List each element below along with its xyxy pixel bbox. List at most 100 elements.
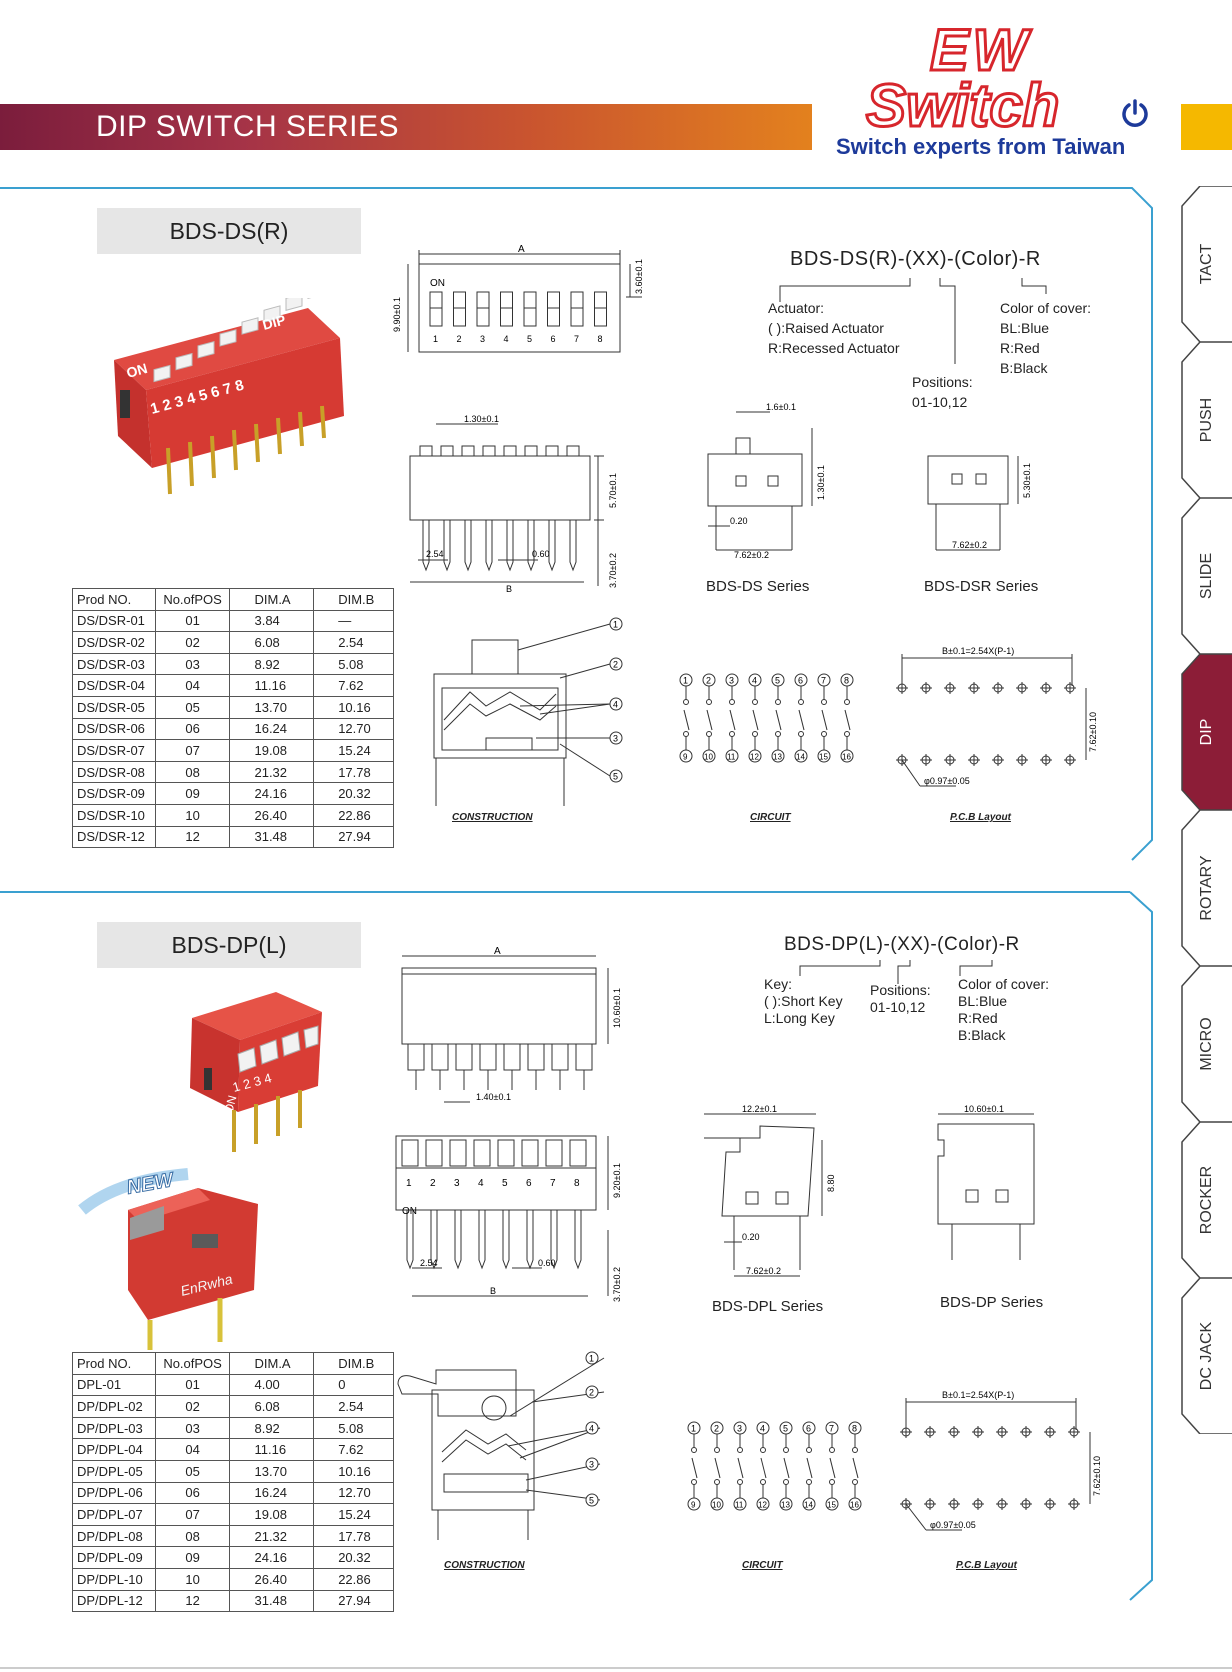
tab-label: MICRO (1198, 1017, 1215, 1071)
table-cell: DS/DSR-12 (72, 825, 156, 849)
dp-color-title: Color of cover: (958, 976, 1050, 992)
table-cell: 08 (154, 760, 231, 784)
tab-label: ROTARY (1198, 855, 1215, 921)
ds-actuator (524, 445, 538, 457)
tab-2[interactable]: SLIDE (1180, 498, 1232, 654)
callout-number: 3 (613, 734, 618, 744)
callout-circle (585, 1385, 599, 1399)
tab-7[interactable]: DC JACK (1180, 1278, 1232, 1434)
dp-pcb-label: P.C.B Layout (956, 1560, 1017, 1571)
dpl-product-photo: NEW EnRwha (78, 1168, 258, 1350)
table-cell: 4.00 (229, 1373, 315, 1397)
table-cell: DP/DPL-05 (72, 1459, 156, 1483)
dp-slot-number: 7 (550, 1178, 556, 1189)
table-cell: 8.92 (229, 1416, 315, 1440)
circuit-terminal-bottom (771, 749, 785, 763)
tab-3[interactable]: DIP (1180, 654, 1232, 810)
ds-color-block: Color of cover: BL:Blue R:Red B:Black (1000, 298, 1091, 378)
circuit-terminal-bottom (779, 1497, 793, 1511)
table-cell: 11.16 (229, 1438, 315, 1461)
circuit-number: 14 (804, 1501, 813, 1510)
dp-product-photo: 1 2 3 4 ON (190, 992, 322, 1152)
ds-pin (422, 520, 430, 572)
circuit-terminal-bottom (710, 1497, 724, 1511)
table-cell: — (313, 609, 394, 633)
dp-dim-a: A (494, 946, 501, 957)
dpl-side-t: 0.20 (742, 1232, 760, 1242)
table-cell: 26.40 (229, 803, 315, 827)
dp-key (551, 1043, 569, 1071)
circuit-number: 16 (850, 1501, 859, 1510)
table-cell: DS/DSR-03 (72, 652, 156, 676)
callout-number: 1 (589, 1354, 594, 1364)
tab-6[interactable]: ROCKER (1180, 1122, 1232, 1278)
dp-key (431, 1043, 449, 1071)
ds-actuator (545, 445, 559, 457)
dp-pin (478, 1210, 486, 1270)
circuit-number: 6 (806, 1424, 811, 1434)
table-cell: 10.16 (313, 695, 394, 719)
table-cell: DS/DSR-06 (72, 717, 156, 741)
dp-slot-number: 8 (574, 1178, 580, 1189)
dp-color-blue: BL:Blue (958, 993, 1008, 1009)
dp-pitch: 2.54 (420, 1258, 438, 1268)
circuit-terminal-bottom (733, 1497, 747, 1511)
circuit-number: 11 (727, 753, 736, 762)
circuit-switch (775, 709, 782, 731)
dp-slot (425, 1139, 443, 1167)
table-cell: 10 (154, 803, 231, 827)
ds-slot (500, 291, 513, 327)
circuit-switch (821, 709, 828, 731)
tab-5[interactable]: MICRO (1180, 966, 1232, 1122)
ds-slot (594, 291, 607, 327)
circuit-terminal-bottom (725, 749, 739, 763)
tab-1[interactable]: PUSH (1180, 342, 1232, 498)
dp-key-title: Key: (764, 976, 793, 992)
callout-number: 5 (613, 772, 618, 782)
dp-photo-on: ON (221, 1094, 239, 1115)
circuit-switch (783, 1457, 790, 1479)
dp-positions-value: 01-10,12 (870, 999, 926, 1015)
table-cell: 22.86 (313, 1567, 394, 1591)
ds-photo-dip: DIP (261, 311, 288, 332)
ds-pcb-layout: B±0.1=2.54X(P-1) 7.62±0.10 φ0.97±0.05 (896, 646, 1098, 787)
circuit-switch (714, 1457, 721, 1479)
dp-pcb-pitch: B±0.1=2.54X(P-1) (942, 1390, 1014, 1400)
tab-4[interactable]: ROTARY (1180, 810, 1232, 966)
ds-slot (547, 291, 560, 327)
dp-key (527, 1043, 545, 1071)
circuit-terminal-bottom (687, 1497, 701, 1511)
ds-dim-a: A (518, 244, 525, 255)
tab-0[interactable]: TACT (1180, 186, 1232, 342)
table-cell: 07 (154, 1503, 231, 1526)
table-cell: 15.24 (313, 739, 394, 762)
circuit-switch (683, 709, 690, 731)
circuit-number: 8 (844, 676, 849, 686)
dp-color-block: Color of cover: BL:Blue R:Red B:Black (958, 976, 1049, 1044)
table-cell: 22.86 (313, 803, 394, 827)
dp-front-height: 9.20±0.1 (612, 1163, 622, 1198)
corner-accent (1181, 104, 1232, 150)
table-cell: 19.08 (229, 739, 315, 762)
table-cell: 21.32 (229, 760, 315, 784)
circuit-number: 3 (729, 676, 734, 686)
dp-key (503, 1043, 521, 1071)
ds-top-on: ON (430, 278, 445, 289)
table-cell: DP/DPL-02 (72, 1395, 156, 1418)
dp-key-short: ( ):Short Key (764, 993, 843, 1009)
circuit-terminal-bottom (748, 749, 762, 763)
dp-slot-number: 3 (454, 1178, 460, 1189)
column-header: No.ofPOS (154, 1352, 231, 1375)
table-cell: 26.40 (229, 1567, 315, 1591)
circuit-switch (852, 1457, 859, 1479)
dp-side-top: 10.60±0.1 (964, 1104, 1004, 1114)
